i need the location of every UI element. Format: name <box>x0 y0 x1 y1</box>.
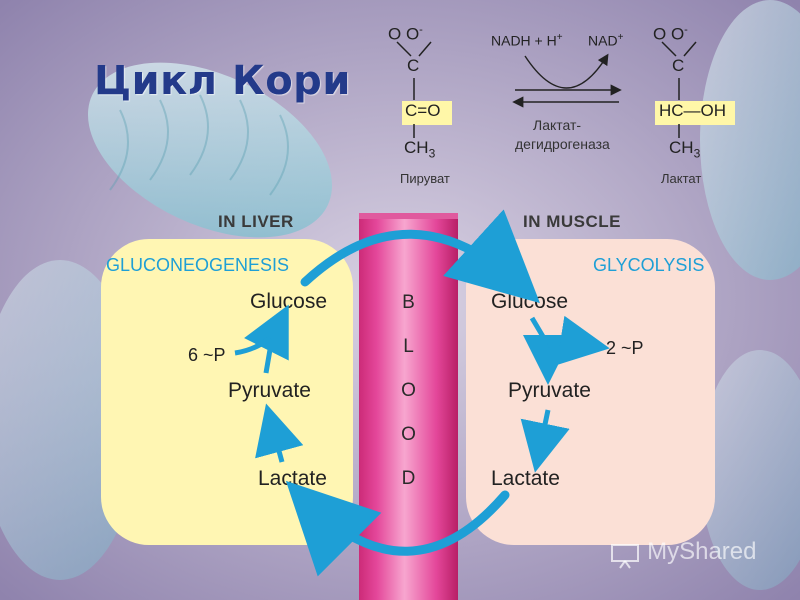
arrow-muscle-energy-output <box>547 315 610 366</box>
blood-letter: D <box>401 468 416 489</box>
muscle-energy: 2 ~P <box>606 338 644 358</box>
arrow-liver-pyruvate-glucose <box>243 304 289 374</box>
cofactor-nad: NAD+ <box>588 32 624 49</box>
arrow-glucose-to-muscle <box>300 209 540 304</box>
liver-energy: 6 ~P <box>188 345 226 365</box>
muscle-process-label: GLYCOLYSIS <box>593 255 705 275</box>
liver-process-label: GLUCONEOGENESIS <box>106 255 290 275</box>
muscle-header: IN MUSCLE <box>523 212 621 231</box>
liver-header: IN LIVER <box>218 212 294 231</box>
blood-letter: O <box>401 424 416 445</box>
presentation-icon <box>611 543 639 569</box>
pyruvate-carbonyl-highlight: C=O <box>402 101 452 125</box>
enzyme-label-line1: Лактат- <box>533 117 582 133</box>
muscle-lactate: Lactate <box>491 467 560 490</box>
lactate-hydroxyl: HC—OH <box>659 101 727 120</box>
blood-letter: O <box>401 380 416 401</box>
cofactor-nadh: NADH + H+ <box>491 32 563 49</box>
enzyme-label-line2: дегидрогеназа <box>515 136 610 152</box>
slide-title: Цикл Кори <box>94 58 351 104</box>
pyruvate-carbonyl: C=O <box>405 101 441 120</box>
pyruvate-methyl: CH3 <box>404 138 436 161</box>
arrow-liver-energy-input <box>234 336 272 356</box>
mitochondrion-shape <box>700 350 800 590</box>
blood-letter: B <box>402 292 415 313</box>
lactate-label: Лактат <box>661 171 702 186</box>
blood-vessel-top <box>359 213 458 219</box>
reaction-arrows <box>512 53 622 108</box>
arrow-liver-lactate-pyruvate <box>255 403 304 463</box>
lactate-carbon: C <box>672 56 685 75</box>
liver-pyruvate: Pyruvate <box>228 379 311 402</box>
pyruvate-carbon: C <box>407 56 420 75</box>
lactate-methyl: CH3 <box>669 138 701 161</box>
arrow-muscle-glucose-pyruvate <box>523 316 573 385</box>
lactate-hydroxyl-highlight: HC—OH <box>655 101 735 125</box>
lactate-top: O O- <box>653 24 688 44</box>
pyruvate-top: O O- <box>388 24 423 44</box>
blood-letter: L <box>403 336 414 357</box>
mitochondrion-shape <box>87 62 333 238</box>
arrow-muscle-pyruvate-lactate <box>520 409 570 473</box>
pyruvate-label: Пируват <box>400 171 450 186</box>
reaction-scheme: O O- C C=O CH3 Пируват NADH + H+ NAD+ Ла… <box>385 20 745 186</box>
arrow-lactate-to-liver <box>285 480 510 577</box>
watermark-text: MyShared <box>647 538 757 565</box>
pyruvate-bonds <box>396 41 432 57</box>
mitochondrion-shape <box>700 0 800 280</box>
watermark: MyShared <box>610 538 756 569</box>
